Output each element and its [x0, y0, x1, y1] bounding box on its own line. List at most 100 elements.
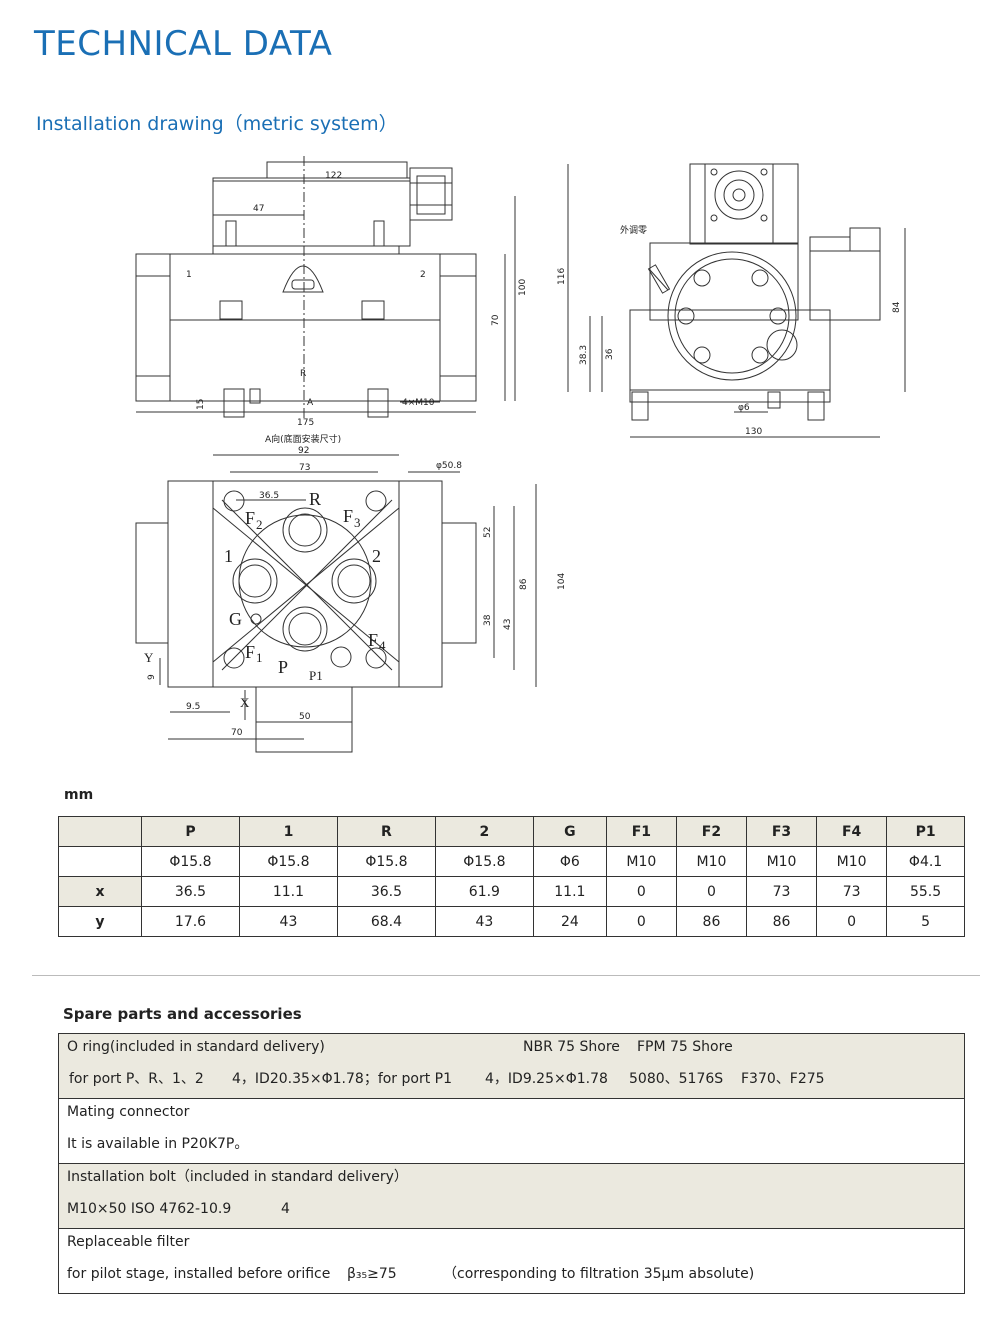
corner-cell [58, 816, 142, 847]
table-header-row: P 1 R 2 G F1 F2 F3 F4 P1 [58, 816, 965, 847]
table-cell: 36.5 [141, 876, 240, 907]
row-label [58, 846, 142, 877]
table-cell: 61.9 [434, 876, 534, 907]
table-cell: M10 [745, 846, 818, 877]
front-dim-122: 122 [325, 171, 342, 181]
front-port-2: 2 [420, 270, 426, 280]
column-header: P [141, 816, 240, 847]
table-cell: 11.1 [238, 876, 338, 907]
connector-detail: It is available in P20K7P。 [67, 1136, 249, 1152]
table-row: Φ15.8 Φ15.8 Φ15.8 Φ15.8 Φ6 M10 M10 M10 M… [58, 846, 965, 877]
front-view [135, 156, 516, 420]
side-zero-adjust-note: 外调零 [620, 224, 647, 236]
bottom-label-g: G [229, 609, 242, 629]
front-arrow-a: A [307, 398, 314, 408]
oring-ports-main: for port P、R、1、2 [69, 1071, 204, 1087]
side-dim-130: 130 [745, 427, 762, 437]
column-header: F2 [675, 816, 747, 847]
table-cell: Φ15.8 [141, 846, 240, 877]
connector-heading: Mating connector [67, 1104, 190, 1120]
table-cell: M10 [605, 846, 677, 877]
table-cell: 86 [675, 906, 747, 937]
oring-nbr-codes: 5080、5176S [629, 1071, 724, 1087]
bottom-label-r: R [309, 489, 321, 509]
oring-fpm-codes: F370、F275 [741, 1071, 825, 1087]
table-cell: Φ15.8 [434, 846, 534, 877]
table-cell: 11.1 [532, 876, 607, 907]
side-dim-116: 116 [557, 268, 567, 285]
bottom-dim-52: 52 [483, 527, 493, 538]
port-dimensions-table: P 1 R 2 G F1 F2 F3 F4 P1 Φ15.8 Φ15.8 Φ15… [58, 816, 965, 937]
column-header: 1 [238, 816, 338, 847]
oring-qty-main: 4，ID20.35×Φ1.78；for port P1 [232, 1071, 453, 1087]
front-dim-175: 175 [297, 418, 314, 428]
front-dim-15: 15 [196, 399, 206, 410]
filter-note: （corresponding to filtration 35μm absolu… [443, 1266, 755, 1282]
bolt-detail-line: M10×50 ISO 4762-10.9 4 [59, 1196, 964, 1228]
page-title: TECHNICAL DATA [34, 24, 333, 64]
bottom-label-x: X [240, 695, 250, 710]
filter-section: Replaceable filter for pilot stage, inst… [59, 1229, 964, 1293]
side-dim-84: 84 [892, 301, 902, 313]
table-cell: M10 [675, 846, 747, 877]
table-cell: Φ15.8 [238, 846, 338, 877]
table-cell: 36.5 [336, 876, 436, 907]
column-header: R [336, 816, 436, 847]
table-cell: M10 [816, 846, 888, 877]
bottom-dim-70: 70 [231, 728, 243, 738]
front-dim-100: 100 [518, 279, 528, 296]
bottom-label-1: 1 [224, 546, 233, 566]
bottom-label-f4-sub: 4 [379, 638, 386, 653]
bottom-label-f4: F [368, 630, 378, 650]
bottom-dim-phi50-8: φ50.8 [436, 461, 462, 471]
bottom-label-f3-sub: 3 [354, 515, 361, 530]
bolt-spec: M10×50 ISO 4762-10.9 [67, 1201, 232, 1217]
table-row: y 17.6 43 68.4 43 24 0 86 86 0 5 [58, 906, 965, 937]
bottom-view [135, 454, 537, 753]
connector-section: Mating connector It is available in P20K… [59, 1099, 964, 1164]
drawing-subtitle: Installation drawing（metric system） [36, 113, 398, 135]
table-cell: 68.4 [336, 906, 436, 937]
row-label: y [58, 906, 142, 937]
side-dim-38-3: 38.3 [579, 345, 589, 365]
column-header: F3 [745, 816, 818, 847]
section-divider [32, 975, 980, 976]
table-cell: 0 [816, 906, 888, 937]
table-cell: 73 [816, 876, 888, 907]
table-cell: 0 [605, 876, 677, 907]
table-cell: 43 [434, 906, 534, 937]
oring-qty-p1: 4，ID9.25×Φ1.78 [485, 1071, 608, 1087]
table-cell: Φ15.8 [336, 846, 436, 877]
column-header: F1 [605, 816, 677, 847]
column-header: G [532, 816, 607, 847]
column-header: P1 [886, 816, 965, 847]
table-row: x 36.5 11.1 36.5 61.9 11.1 0 0 73 73 55.… [58, 876, 965, 907]
bolt-qty: 4 [281, 1201, 290, 1217]
installation-drawing: 122 47 100 70 15 4×M10 175 1 2 R A A向(底面… [135, 156, 906, 753]
bottom-dim-92: 92 [298, 446, 309, 456]
filter-detail: for pilot stage, installed before orific… [67, 1266, 331, 1282]
filter-detail-line: for pilot stage, installed before orific… [59, 1261, 964, 1293]
bottom-label-p: P [278, 657, 288, 677]
spare-parts-title: Spare parts and accessories [63, 1005, 302, 1023]
table-cell: 43 [238, 906, 338, 937]
table-cell: 55.5 [886, 876, 965, 907]
bolt-heading: Installation bolt（included in standard d… [67, 1169, 408, 1185]
oring-detail-line: for port P、R、1、2 4，ID20.35×Φ1.78；for por… [59, 1066, 964, 1098]
side-dim-phi6: φ6 [738, 403, 750, 413]
oring-heading: O ring(included in standard delivery) [67, 1039, 325, 1055]
side-view [567, 163, 906, 438]
table-cell: 0 [675, 876, 747, 907]
bottom-label-f2-sub: 2 [256, 517, 263, 532]
table-cell: 73 [745, 876, 818, 907]
oring-fpm-heading: FPM 75 Shore [637, 1039, 733, 1055]
front-dim-47: 47 [253, 204, 264, 214]
bottom-label-2: 2 [372, 546, 381, 566]
table-cell: 0 [605, 906, 677, 937]
table-cell: 24 [532, 906, 607, 937]
bottom-dim-73: 73 [299, 463, 310, 473]
table-unit: mm [64, 787, 94, 803]
filter-heading: Replaceable filter [67, 1234, 190, 1250]
bottom-label-f2: F [245, 508, 255, 528]
spare-parts-box: O ring(included in standard delivery) NB… [58, 1033, 965, 1294]
